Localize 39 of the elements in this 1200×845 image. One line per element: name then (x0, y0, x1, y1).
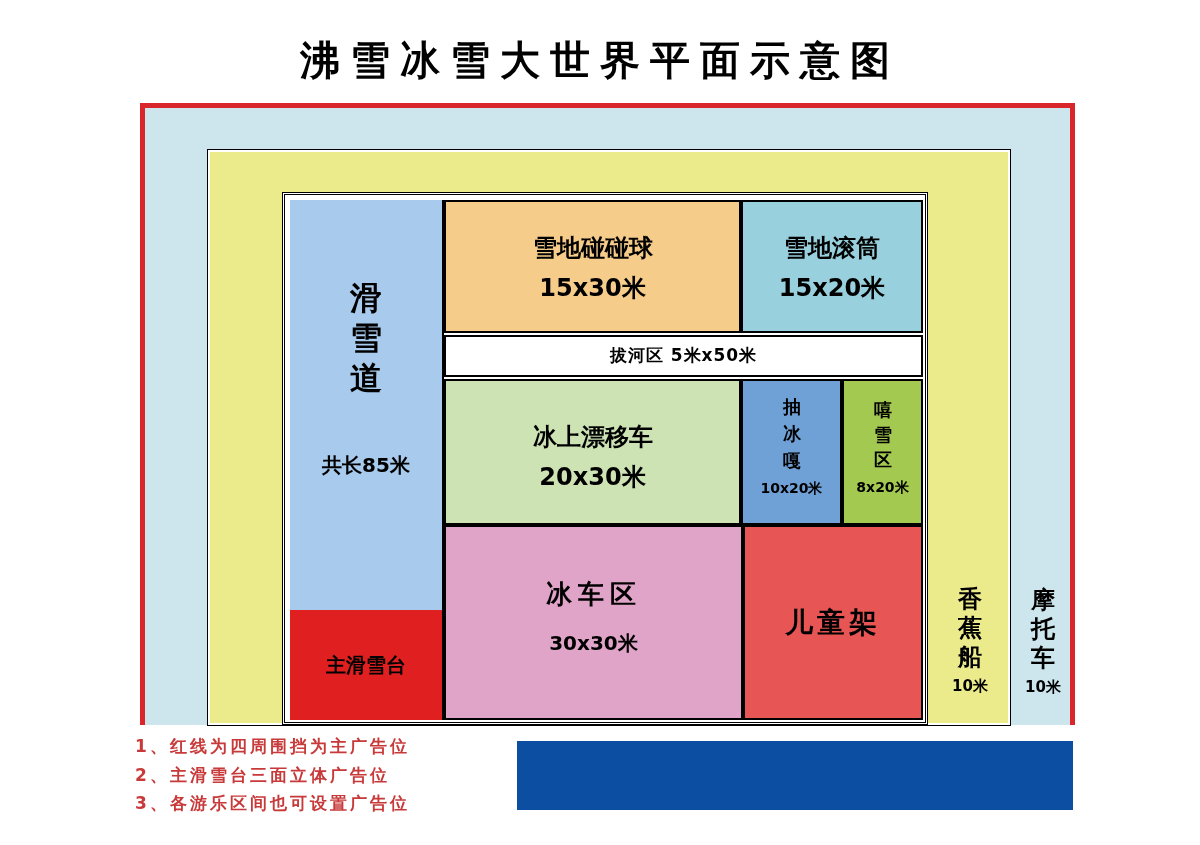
zone-label: 抽冰嘎 (782, 395, 801, 473)
zone-label: 10米 (952, 676, 988, 698)
zone-box (290, 610, 444, 720)
zone-label: 冰上漂移车 (532, 422, 653, 453)
note-text: 1、红线为四周围挡为主广告位 (135, 735, 410, 758)
zone-box (290, 200, 444, 610)
title: 沸雪冰雪大世界平面示意图 (299, 36, 901, 85)
zone-box (444, 335, 923, 377)
zone-label: 10米 (1025, 677, 1061, 699)
zone-label: 主滑雪台 (326, 652, 406, 679)
zone-label: 香蕉船 (958, 585, 982, 672)
zone-label: 15x30米 (539, 273, 646, 304)
zone-band (208, 150, 1010, 725)
outer-zone (140, 103, 1075, 725)
zone-label: 滑雪道 (350, 278, 382, 398)
zone-box (741, 379, 842, 525)
zone-label: 30x30米 (549, 630, 638, 657)
zone-box (741, 200, 923, 333)
zone-label: 拔河区 5米x50米 (609, 344, 758, 368)
banner-bar (517, 741, 1073, 810)
zone-label: 10x20米 (760, 479, 823, 498)
zone-label: 嘻雪区 (873, 398, 892, 473)
zone-label: 共长85米 (322, 452, 410, 479)
zone-label: 15x20米 (778, 273, 886, 304)
zone-label: 雪地碰碰球 (532, 233, 653, 264)
zone-label: 冰车区 (545, 578, 642, 611)
zone-box (743, 525, 923, 720)
note-text: 3、各游乐区间也可设置广告位 (135, 792, 410, 815)
zone-box (444, 200, 741, 333)
zone-label: 8x20米 (856, 477, 909, 497)
zone-label: 儿童架 (785, 604, 881, 641)
zone-label: 20x30米 (539, 462, 646, 493)
zone-box (444, 525, 743, 720)
frame-box (282, 192, 928, 725)
zone-label: 雪地滚筒 (784, 233, 880, 264)
note-text: 2、主滑雪台三面立体广告位 (135, 763, 391, 787)
zone-box (444, 379, 741, 525)
zone-box (842, 379, 923, 525)
zone-label: 摩托车 (1031, 586, 1055, 673)
